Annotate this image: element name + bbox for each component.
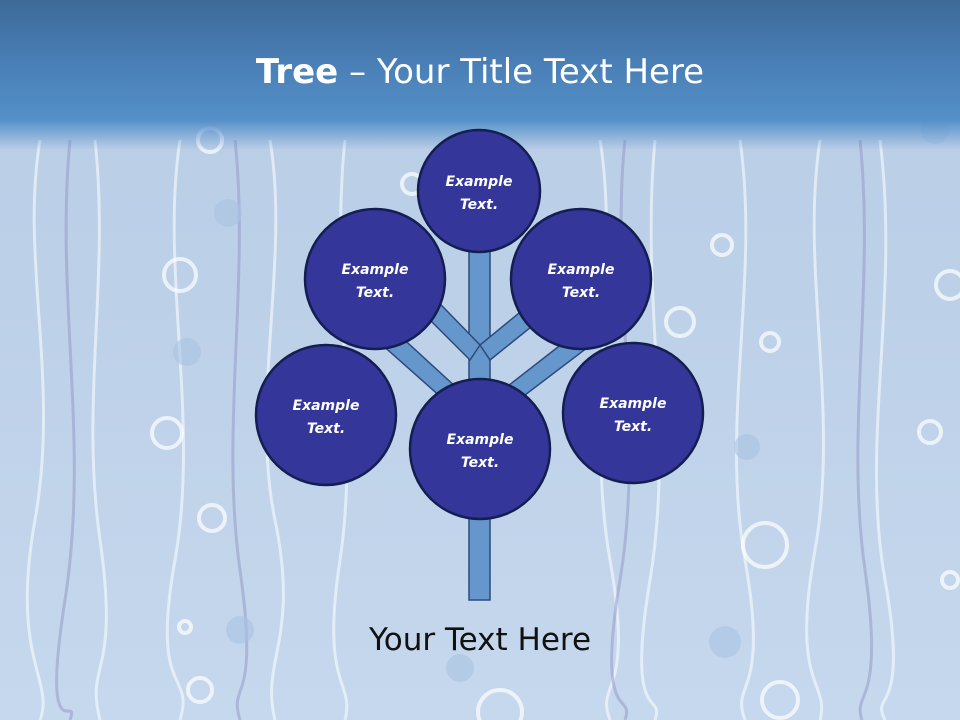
title-bold: Tree [255, 52, 339, 92]
tree-node-label-line1: Example [447, 432, 514, 448]
tree-node-label-line1: Example [342, 262, 409, 278]
tree-node-label-line1: Example [446, 174, 513, 190]
tree-nodes: ExampleText.ExampleText.ExampleText.Exam… [254, 128, 705, 521]
tree-node-label-line1: Example [600, 396, 667, 412]
tree-node-circle [408, 377, 552, 521]
caption: Your Text Here [368, 622, 592, 658]
tree-node-circle [509, 207, 653, 351]
tree-node-circle [303, 207, 447, 351]
tree-node-label-line2: Text. [307, 421, 345, 437]
tree-node-circle [561, 341, 705, 485]
tree-node-label-line2: Text. [460, 197, 498, 213]
tree-node-circle [254, 343, 398, 487]
tree-node-label-line1: Example [293, 398, 360, 414]
tree-node-circle [416, 128, 542, 254]
tree-node-label-line2: Text. [356, 285, 394, 301]
tree-node-label-line2: Text. [614, 419, 652, 435]
tree-node-label-line1: Example [548, 262, 615, 278]
title-rest: – Your Title Text Here [338, 52, 705, 92]
title-bar [0, 0, 960, 150]
tree-node-label-line2: Text. [562, 285, 600, 301]
slide-title: Tree – Your Title Text Here [0, 52, 960, 92]
tree-node-label-line2: Text. [461, 455, 499, 471]
